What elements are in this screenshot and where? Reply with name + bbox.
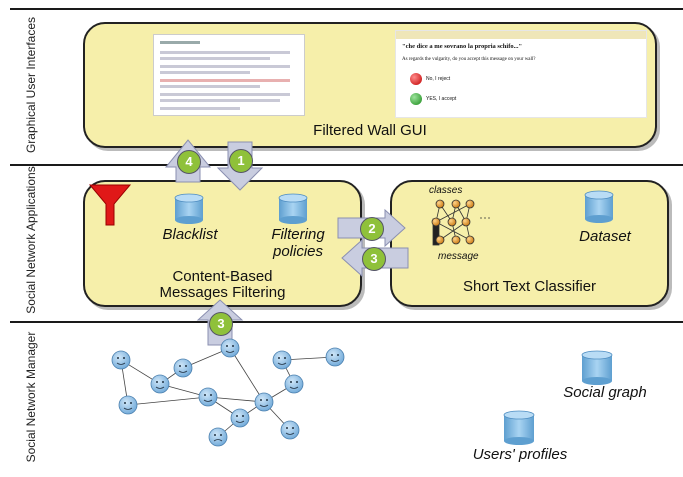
filtering-policies-db-icon	[278, 193, 308, 224]
separator-gui-apps	[10, 164, 683, 166]
accept-option[interactable]: YES, I accept	[410, 93, 490, 107]
user-profiles-label: Users' profiles	[472, 446, 568, 463]
social-graph-db-icon	[581, 350, 613, 385]
user-face-icon	[198, 387, 218, 407]
user-face-icon	[118, 395, 138, 415]
neural-network-icon	[431, 199, 492, 246]
accept-circle-icon	[410, 93, 422, 105]
separator-apps-manager	[10, 321, 683, 323]
dataset-db-icon	[584, 190, 614, 223]
user-face-icon	[272, 350, 292, 370]
dialog-question: As regards the vulgarity, do you accept …	[402, 57, 536, 62]
blacklist-db-icon	[174, 193, 204, 224]
classes-label: classes	[429, 185, 463, 196]
user-face-icon	[284, 374, 304, 394]
step-4-badge: 4	[177, 150, 201, 174]
blacklist-text: Blacklist	[162, 226, 218, 243]
dialog-quote: "che dice a me sovrano la propria schifo…	[402, 43, 523, 50]
policies-label-2: policies	[272, 243, 324, 260]
user-face-icon	[150, 374, 170, 394]
user-face-icon	[254, 392, 274, 412]
accept-label: YES, I accept	[426, 96, 457, 102]
step-3-back-badge: 3	[362, 247, 386, 271]
user-face-icon	[111, 350, 131, 370]
dialog-header-bar	[396, 31, 646, 39]
funnel-icon	[88, 184, 132, 226]
step-2-badge: 2	[360, 217, 384, 241]
filtered-wall-gui-panel: "che dice a me sovrano la propria schifo…	[83, 22, 657, 148]
filtering-panel-title-2: Messages Filtering	[159, 284, 286, 301]
filtering-panel-title-1: Content-Based	[172, 268, 273, 285]
reject-label: No, I reject	[426, 76, 451, 82]
user-face-icon	[208, 427, 228, 447]
social-network-graph	[120, 347, 336, 438]
user-nodes	[111, 338, 345, 447]
step-1-badge: 1	[229, 149, 253, 173]
content-filtering-panel: Blacklist Content-Based Messages Filteri…	[83, 180, 362, 307]
social-graph-label: Social graph	[563, 384, 647, 401]
user-face-icon	[220, 338, 240, 358]
wall-screenshot	[153, 34, 305, 116]
dataset-label: Dataset	[579, 228, 631, 245]
user-profiles-db-icon	[503, 410, 535, 445]
user-face-icon	[173, 358, 193, 378]
filter-dialog-screenshot: "che dice a me sovrano la propria schifo…	[395, 30, 647, 118]
reject-option[interactable]: No, I reject	[410, 73, 490, 87]
reject-circle-icon	[410, 73, 422, 85]
user-face-icon	[230, 408, 250, 428]
user-face-icon	[280, 420, 300, 440]
gui-panel-title: Filtered Wall GUI	[313, 122, 427, 139]
separator-top	[10, 8, 683, 10]
user-face-icon	[325, 347, 345, 367]
message-label: message	[438, 251, 479, 262]
classifier-panel-title: Short Text Classifier	[462, 278, 597, 295]
step-3-up-badge: 3	[209, 312, 233, 336]
policies-label-1: Filtering	[271, 226, 325, 243]
